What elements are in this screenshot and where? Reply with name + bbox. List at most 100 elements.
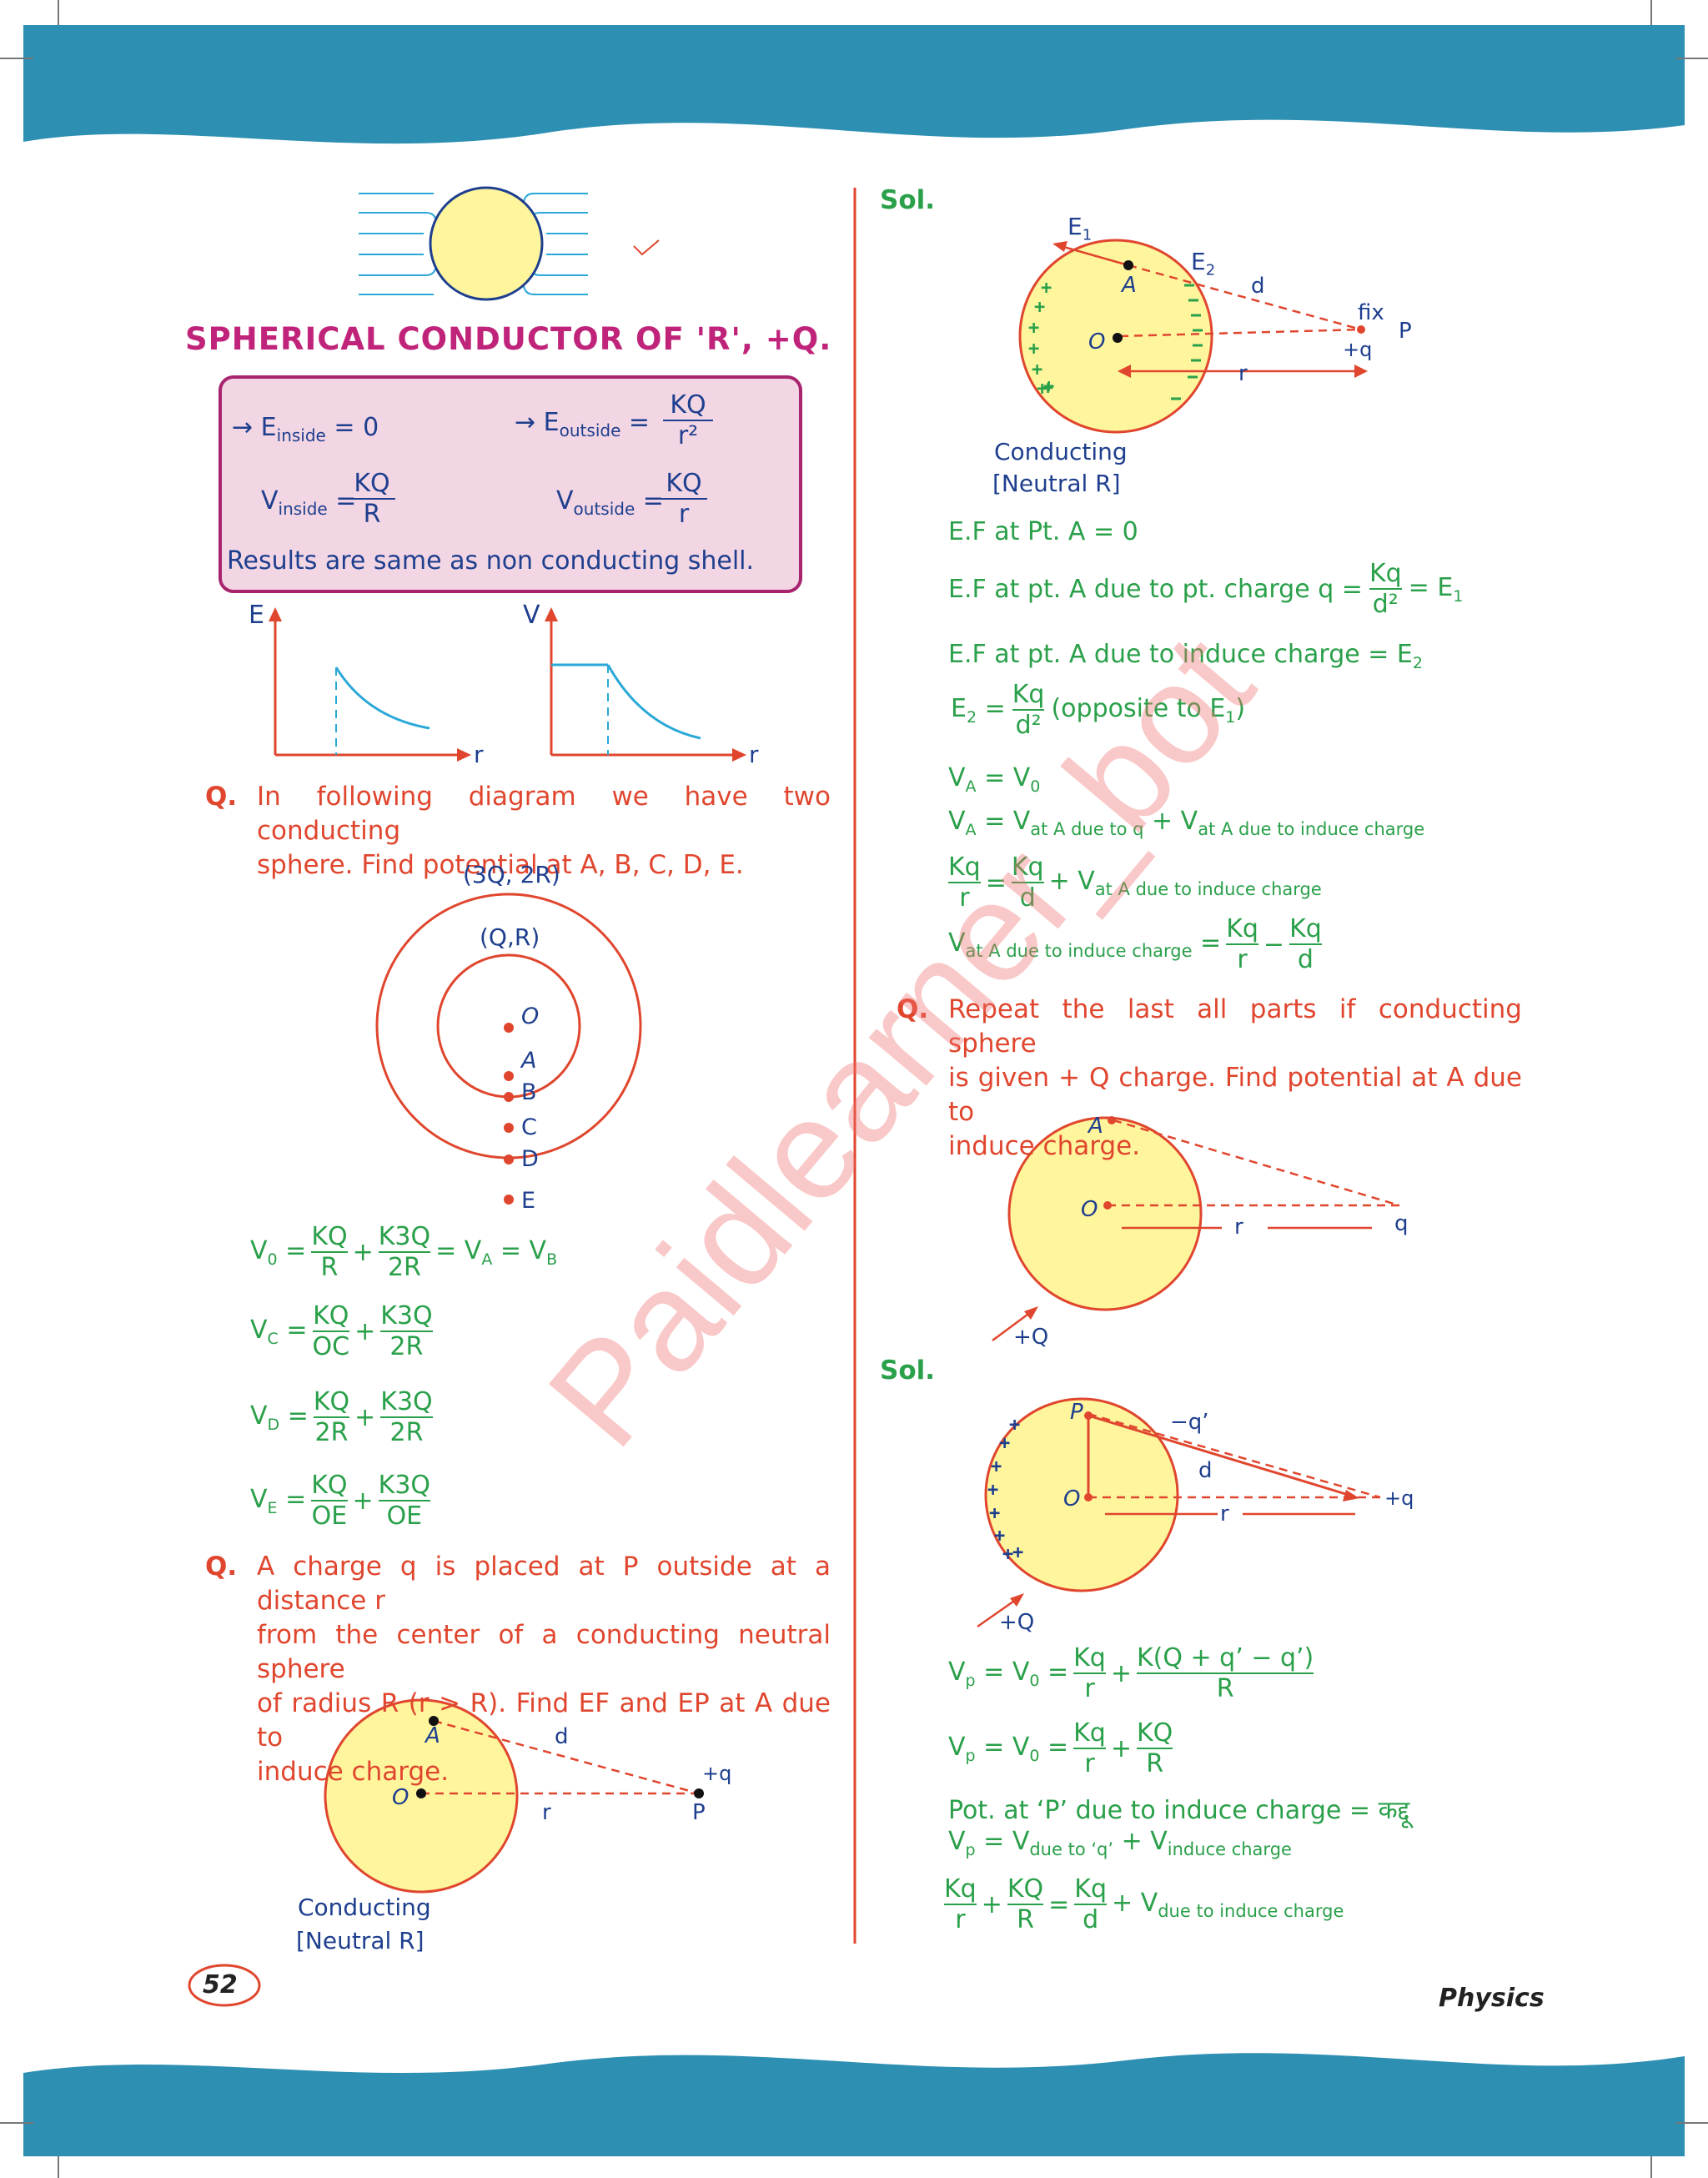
e-outside-fraction: KQ r² <box>663 390 713 450</box>
fig1-e1: E1 <box>1068 213 1093 244</box>
section-title: SPHERICAL CONDUCTOR OF 'R', +Q. <box>185 321 832 357</box>
point-o-label: O <box>521 1003 540 1029</box>
point-b-label: B <box>521 1079 537 1105</box>
outer-sphere-label: (3Q, 2R) <box>463 861 560 888</box>
svg-text:+: + <box>989 1503 1000 1524</box>
e-axis-label: E <box>249 601 264 630</box>
question-2: Q. A charge q is placed at P outside at … <box>205 1552 831 1787</box>
fig3-plus-q: +Q <box>1013 1325 1049 1350</box>
v-inside-fraction: KQ R <box>349 469 395 529</box>
va-decomposition: VA = Vat A due to q + Vat A due to induc… <box>948 807 1425 839</box>
e-outside-formula: → Eoutside = <box>515 408 651 440</box>
point-d-label: D <box>521 1146 539 1172</box>
v-outside-formula: Voutside = <box>556 486 664 519</box>
svg-text:+: + <box>1028 318 1039 339</box>
v-axis-label: V <box>523 601 540 630</box>
inner-sphere-label: (Q,R) <box>480 923 540 951</box>
subject-label: Physics <box>1439 1984 1545 2013</box>
fig3-r: r <box>1234 1215 1243 1240</box>
fig1-p: P <box>1399 319 1412 344</box>
fig4-d: d <box>1198 1458 1213 1483</box>
question-1: Q. In following diagram we have two cond… <box>205 782 831 880</box>
svg-text:+: + <box>1009 1415 1020 1436</box>
concentric-spheres-diagram <box>375 893 642 1205</box>
point-c-label: C <box>521 1114 537 1140</box>
result-box <box>219 375 802 593</box>
svg-text:+: + <box>999 1433 1010 1454</box>
fig1-d: d <box>1251 274 1265 299</box>
fig1-fix: fix <box>1358 300 1384 325</box>
fig-q2-caption-1: Conducting <box>298 1894 431 1921</box>
svg-text:+: + <box>1042 378 1053 399</box>
v-graph-r-label: r <box>749 741 759 768</box>
field-lines-diagram <box>359 186 660 301</box>
e-graph-r-label: r <box>474 741 484 768</box>
fig1-caption-2: [Neutral R] <box>992 470 1121 497</box>
fig4-plus-q: +Q <box>999 1610 1035 1635</box>
svg-text:+: + <box>1034 297 1045 318</box>
svg-text:+: + <box>1028 339 1039 360</box>
result-note: Results are same as non conducting shell… <box>227 546 755 576</box>
svg-text:+: + <box>1037 379 1047 400</box>
page-number: 52 <box>203 1970 238 1999</box>
svg-text:+: + <box>1002 1544 1013 1565</box>
fig4-q: +q <box>1384 1486 1414 1510</box>
svg-text:+: + <box>994 1526 1005 1547</box>
fig-q2-p: P <box>692 1800 706 1825</box>
pot-due-to-induce: Pot. at ‘P’ due to induce charge = कद्दू <box>948 1796 1410 1825</box>
sol1-sphere-diagram: +++ +++ ++ <box>1018 239 1368 434</box>
q3-sphere-diagram <box>992 1116 1400 1342</box>
sol-1-label: Sol. <box>880 185 936 215</box>
header-band <box>23 25 1685 144</box>
fig-q2-q: +q <box>702 1762 732 1785</box>
fig-q2-a: A <box>425 1723 440 1748</box>
v-outside-fraction: KQ r <box>661 469 707 529</box>
va-equals-v0: VA = V0 <box>948 763 1041 796</box>
page-number-badge <box>188 1964 261 2007</box>
svg-text:+: + <box>1043 376 1054 397</box>
fig1-q: +q <box>1343 338 1373 361</box>
point-a-label: A <box>521 1048 537 1074</box>
v-vs-r-graph <box>545 607 746 762</box>
fig1-e2: E2 <box>1191 248 1216 279</box>
v-inside-formula: Vinside = <box>261 486 357 519</box>
vp-equation-3: Vp = Vdue to ‘q’ + Vinduce charge <box>948 1827 1292 1859</box>
e-inside-formula: → Einside = 0 <box>232 413 379 445</box>
fig4-r: r <box>1220 1501 1229 1527</box>
svg-text:+: + <box>987 1480 998 1501</box>
question-3: Q. Repeat the last all parts if conducti… <box>897 994 1522 1161</box>
fig-q2-caption-2: [Neutral R] <box>296 1927 424 1954</box>
fig-q2-d: d <box>555 1724 569 1749</box>
fig4-qprime: −q’ <box>1170 1410 1209 1435</box>
fig3-q: q <box>1394 1211 1409 1236</box>
fig3-a: A <box>1088 1114 1103 1139</box>
ef-due-to-induce: E.F at pt. A due to induce charge = E2 <box>948 640 1423 672</box>
ef-at-a: E.F at Pt. A = 0 <box>948 517 1138 546</box>
fig1-a: A <box>1122 273 1137 298</box>
fig1-o: O <box>1088 329 1106 355</box>
svg-text:+: + <box>1032 360 1042 380</box>
footer-band <box>23 2053 1685 2156</box>
fig1-caption-1: Conducting <box>994 438 1128 465</box>
fig3-o: O <box>1081 1197 1098 1222</box>
q2-sphere-diagram <box>324 1698 704 1894</box>
sol2-sphere-diagram: +++ +++ ++ <box>977 1397 1381 1628</box>
svg-text:+: + <box>1012 1542 1023 1563</box>
sol-2-label: Sol. <box>880 1356 936 1386</box>
fig-q2-r: r <box>542 1800 551 1825</box>
fig4-p: P <box>1070 1400 1083 1425</box>
fig1-r: r <box>1238 361 1248 386</box>
point-e-label: E <box>521 1188 536 1214</box>
